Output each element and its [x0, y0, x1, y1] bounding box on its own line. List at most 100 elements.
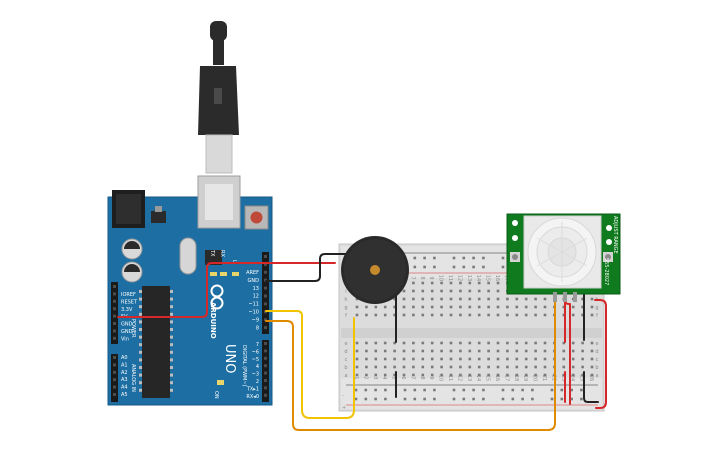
breadboard-hole[interactable]: [449, 365, 453, 369]
header-pin[interactable]: [113, 292, 116, 296]
breadboard-hole[interactable]: [534, 297, 537, 301]
breadboard-hole[interactable]: [534, 341, 537, 345]
header-pin[interactable]: [264, 371, 267, 375]
breadboard-hole[interactable]: [393, 297, 396, 301]
rail-hole[interactable]: [482, 388, 485, 392]
breadboard-hole[interactable]: [449, 289, 453, 293]
jumper-black-rail[interactable]: [583, 371, 599, 403]
breadboard-hole[interactable]: [430, 305, 434, 309]
breadboard-hole[interactable]: [412, 357, 415, 361]
breadboard-hole[interactable]: [468, 281, 472, 285]
breadboard-hole[interactable]: [496, 297, 500, 301]
breadboard-hole[interactable]: [440, 341, 443, 345]
rail-hole[interactable]: [354, 397, 358, 401]
rail-hole[interactable]: [462, 397, 466, 401]
rail-hole[interactable]: [462, 265, 466, 269]
breadboard-hole[interactable]: [459, 305, 462, 309]
breadboard-hole[interactable]: [459, 313, 462, 317]
rail-hole[interactable]: [501, 397, 505, 401]
breadboard-hole[interactable]: [412, 373, 415, 377]
breadboard-hole[interactable]: [543, 341, 547, 345]
header-pin[interactable]: [264, 386, 267, 390]
breadboard-hole[interactable]: [524, 373, 528, 377]
rail-hole[interactable]: [531, 397, 534, 401]
breadboard-hole[interactable]: [374, 373, 378, 377]
rail-hole[interactable]: [384, 388, 387, 392]
breadboard-hole[interactable]: [562, 305, 566, 309]
header-pin[interactable]: [113, 393, 116, 396]
breadboard-hole[interactable]: [430, 365, 434, 369]
breadboard-hole[interactable]: [449, 297, 453, 301]
breadboard-hole[interactable]: [402, 305, 406, 309]
rail-hole[interactable]: [472, 388, 475, 392]
breadboard-hole[interactable]: [477, 313, 481, 317]
breadboard-hole[interactable]: [383, 373, 387, 377]
breadboard-hole[interactable]: [534, 357, 537, 361]
breadboard-hole[interactable]: [496, 373, 500, 377]
breadboard-hole[interactable]: [524, 305, 528, 309]
rail-hole[interactable]: [413, 397, 417, 401]
breadboard-hole[interactable]: [355, 305, 359, 309]
breadboard-hole[interactable]: [440, 297, 443, 301]
breadboard-hole[interactable]: [459, 365, 462, 369]
breadboard-hole[interactable]: [506, 373, 509, 377]
breadboard-hole[interactable]: [393, 305, 396, 309]
breadboard-hole[interactable]: [421, 289, 425, 293]
header-pin[interactable]: [264, 342, 267, 345]
breadboard-hole[interactable]: [440, 349, 443, 353]
breadboard-hole[interactable]: [468, 305, 472, 309]
breadboard-hole[interactable]: [412, 365, 415, 369]
breadboard-hole[interactable]: [440, 365, 443, 369]
header-pin[interactable]: [113, 378, 116, 382]
rail-hole[interactable]: [403, 388, 407, 392]
rail-hole[interactable]: [433, 265, 436, 269]
header-pin[interactable]: [113, 314, 116, 318]
breadboard-hole[interactable]: [524, 357, 528, 361]
breadboard-hole[interactable]: [365, 305, 368, 309]
breadboard-hole[interactable]: [365, 349, 368, 353]
breadboard-hole[interactable]: [430, 349, 434, 353]
rail-hole[interactable]: [364, 388, 368, 392]
breadboard-hole[interactable]: [459, 357, 462, 361]
rail-hole[interactable]: [462, 256, 466, 260]
breadboard-hole[interactable]: [496, 281, 500, 285]
rail-hole[interactable]: [452, 265, 456, 269]
breadboard-hole[interactable]: [581, 357, 584, 361]
breadboard-hole[interactable]: [506, 313, 509, 317]
breadboard-hole[interactable]: [383, 305, 387, 309]
breadboard-hole[interactable]: [402, 357, 406, 361]
header-pin[interactable]: [264, 255, 267, 258]
analog-header[interactable]: [111, 354, 118, 402]
breadboard-hole[interactable]: [562, 341, 566, 345]
breadboard-hole[interactable]: [496, 305, 500, 309]
breadboard-hole[interactable]: [440, 305, 443, 309]
breadboard-hole[interactable]: [487, 313, 490, 317]
rail-hole[interactable]: [501, 388, 505, 392]
breadboard-hole[interactable]: [421, 341, 425, 345]
breadboard-hole[interactable]: [468, 349, 472, 353]
breadboard-hole[interactable]: [421, 281, 425, 285]
breadboard-hole[interactable]: [477, 357, 481, 361]
wire-red-5v[interactable]: [117, 262, 336, 318]
breadboard-hole[interactable]: [506, 297, 509, 301]
breadboard-hole[interactable]: [562, 357, 566, 361]
breadboard-hole[interactable]: [477, 281, 481, 285]
breadboard-hole[interactable]: [581, 313, 584, 317]
breadboard-hole[interactable]: [534, 373, 537, 377]
header-pin[interactable]: [264, 393, 267, 397]
breadboard-hole[interactable]: [590, 297, 594, 301]
header-pin[interactable]: [264, 270, 267, 274]
rail-hole[interactable]: [521, 388, 524, 392]
rail-hole[interactable]: [580, 388, 583, 392]
rail-hole[interactable]: [403, 397, 407, 401]
breadboard-hole[interactable]: [459, 341, 462, 345]
breadboard-hole[interactable]: [515, 305, 519, 309]
wire-yellow-pin10[interactable]: [265, 310, 355, 419]
breadboard-hole[interactable]: [468, 365, 472, 369]
breadboard-hole[interactable]: [581, 349, 584, 353]
breadboard-hole[interactable]: [496, 341, 500, 345]
breadboard-hole[interactable]: [477, 289, 481, 293]
header-pin[interactable]: [264, 286, 267, 290]
header-pin[interactable]: [113, 329, 116, 333]
breadboard-hole[interactable]: [355, 297, 359, 301]
